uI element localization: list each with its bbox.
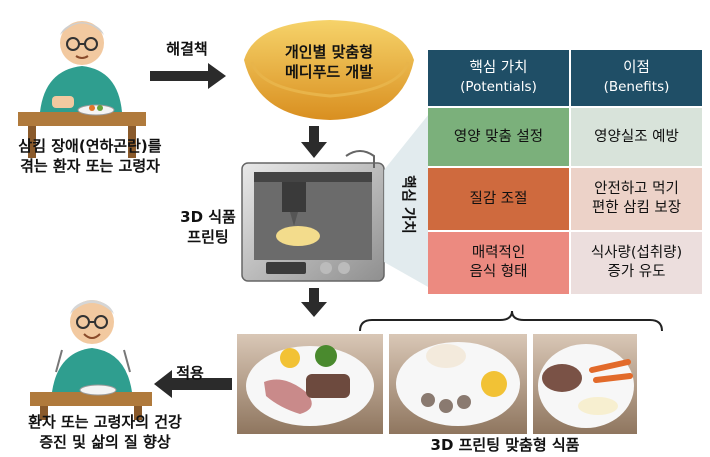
core-value-vertical-label: 핵심 가치 (399, 174, 416, 234)
row1-core-value: 영양 맞춤 설정 (428, 108, 569, 166)
bowl-label: 개인별 맞춤형 메디푸드 개발 (284, 43, 374, 81)
elderly-person-bottom-illustration (30, 300, 152, 420)
down-arrow-printer-to-food (301, 288, 327, 317)
outcome-label: 환자 또는 고령자의 건강 증진 및 삶의 질 향상 (28, 413, 182, 451)
food-photos-bracket (359, 310, 663, 332)
benefits-table: 핵심 가치(Potentials) 이점(Benefits) 영양 맞춤 설정 … (428, 50, 702, 294)
apply-arrow (154, 370, 232, 398)
row3-benefit: 식사량(섭취량)증가 유도 (571, 232, 702, 294)
food-photo-2 (389, 334, 527, 434)
header-benefits: 이점(Benefits) (571, 50, 702, 106)
printer-table-connector (384, 104, 437, 292)
row1-benefit: 영양실조 예방 (571, 108, 702, 166)
target-patient-label: 삼킴 장애(연하곤란)를 겪는 환자 또는 고령자 (18, 137, 162, 175)
food-photos-caption: 3D 프린팅 맞춤형 식품 (430, 436, 580, 454)
row2-core-value: 질감 조절 (428, 168, 569, 230)
solution-label: 해결책 (166, 40, 208, 58)
elderly-person-top-illustration (18, 21, 146, 158)
solution-arrow (150, 63, 226, 89)
down-arrow-bowl-to-printer (301, 126, 327, 158)
food-photo-1 (237, 334, 383, 434)
food-bowl-illustration (244, 20, 414, 120)
food-photo-3 (533, 334, 637, 434)
3d-printer-illustration (241, 150, 385, 282)
3d-food-printing-label: 3D 식품 프린팅 (180, 208, 236, 246)
header-core-value: 핵심 가치(Potentials) (428, 50, 569, 106)
apply-label: 적용 (176, 364, 204, 382)
